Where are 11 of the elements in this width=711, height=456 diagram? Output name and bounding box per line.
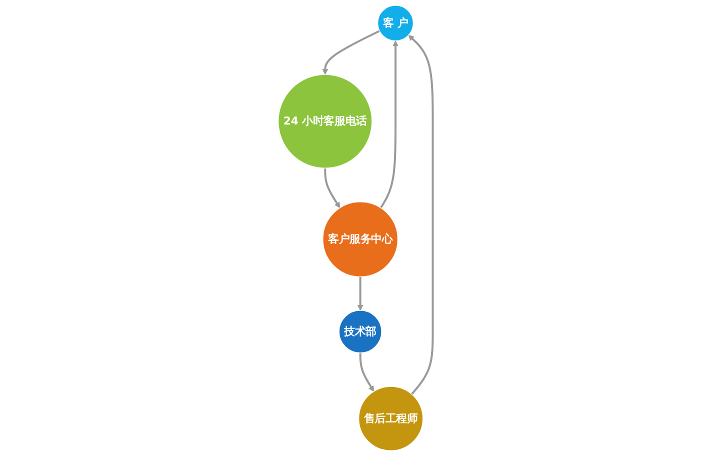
node-circle: 客户服务中心 xyxy=(322,202,398,278)
arrow xyxy=(322,30,380,75)
node-circle: 售后工程师 xyxy=(358,386,424,451)
arrow xyxy=(408,34,434,395)
arrow xyxy=(357,276,364,311)
arrow xyxy=(380,40,398,208)
node-circle: 技术部 xyxy=(338,310,382,354)
node-circle: 客 户 xyxy=(377,5,414,42)
node-circle: 24 小时客服电话 xyxy=(278,74,372,168)
arrow xyxy=(359,352,374,392)
arrow xyxy=(324,168,340,208)
